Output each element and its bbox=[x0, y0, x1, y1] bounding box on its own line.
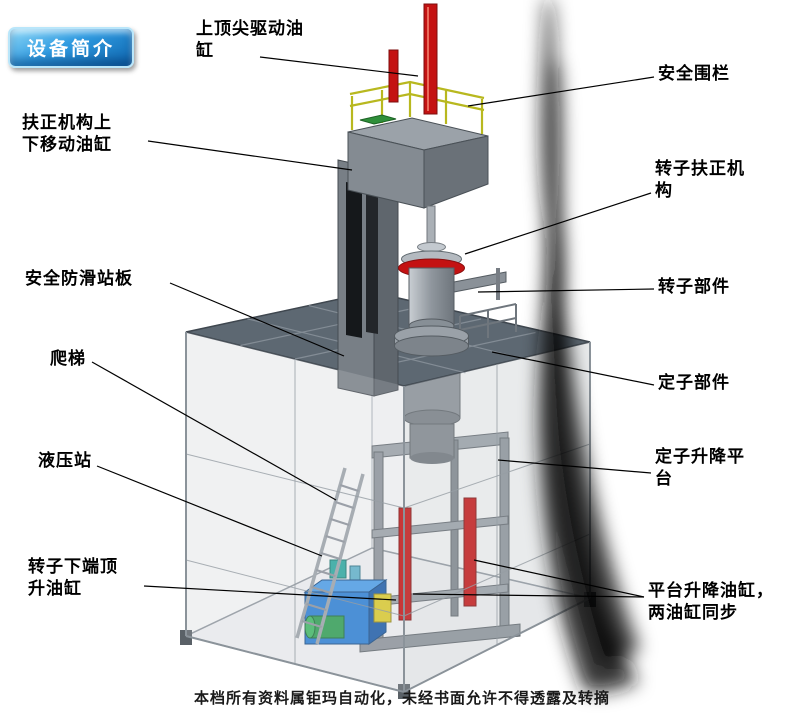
shadow-smudge bbox=[538, 0, 640, 692]
rotor-part bbox=[394, 205, 507, 357]
label-top-cylinder: 上顶尖驱动油 缸 bbox=[196, 19, 304, 61]
enclosure-front bbox=[185, 332, 591, 694]
label-stator-part: 定子部件 bbox=[658, 373, 730, 392]
label-anti-slip-plate: 安全防滑站板 bbox=[25, 269, 133, 288]
ladder bbox=[295, 467, 365, 645]
title-badge: 设备简介 bbox=[8, 27, 135, 68]
leader-lines bbox=[91, 56, 655, 601]
top-drive-cylinder bbox=[388, 3, 438, 115]
hydraulic-station bbox=[303, 559, 392, 645]
label-rotor-bottom-jack: 转子下端顶 升油缸 bbox=[28, 557, 118, 599]
label-centering-cylinder: 扶正机构上 下移动油缸 bbox=[22, 113, 112, 155]
label-rotor-centering: 转子扶正机 构 bbox=[655, 159, 745, 201]
label-safety-fence: 安全围栏 bbox=[658, 64, 730, 83]
press-column bbox=[337, 117, 489, 397]
plate-handrail bbox=[459, 303, 517, 344]
label-stator-lift-platform: 定子升降平 台 bbox=[655, 447, 745, 489]
label-platform-lift-cylinders: 平台升降油缸， 两油缸同步 bbox=[648, 581, 774, 623]
confidentiality-notice: 本档所有资料属钜玛自动化，未经书面允许不得透露及转摘 bbox=[193, 690, 610, 707]
label-ladder: 爬梯 bbox=[50, 349, 86, 368]
safety-fence bbox=[349, 80, 485, 134]
label-hydraulic-station: 液压站 bbox=[38, 451, 92, 470]
label-rotor-part: 转子部件 bbox=[658, 277, 730, 296]
